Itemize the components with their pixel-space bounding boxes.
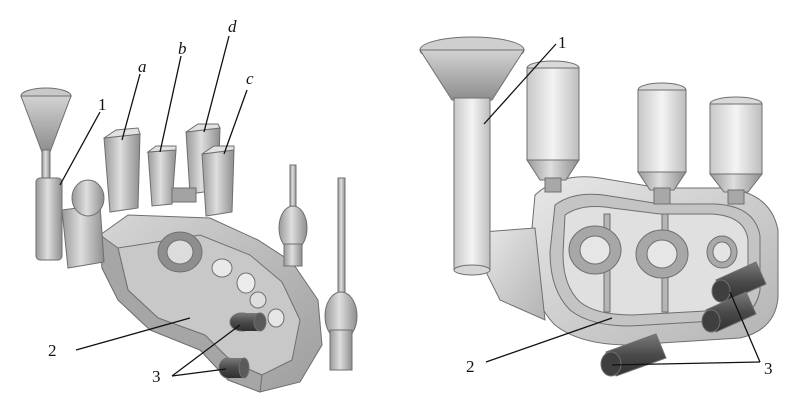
left-riser-a xyxy=(103,127,141,213)
label-right-casting: 2 xyxy=(466,357,475,376)
leader-right-1 xyxy=(483,43,557,125)
label-riser-a: a xyxy=(138,57,147,76)
leader-left-b xyxy=(159,55,182,153)
label-riser-b: b xyxy=(178,39,187,58)
left-riser-b xyxy=(146,145,177,207)
leader-left-a xyxy=(121,73,141,141)
label-riser-c: c xyxy=(246,69,254,88)
right-casting-body xyxy=(481,176,779,346)
right-figure xyxy=(419,36,779,377)
left-chill-upper xyxy=(229,312,267,332)
leader-right-2 xyxy=(485,317,613,363)
label-riser-d: d xyxy=(228,17,237,36)
right-riser-2 xyxy=(637,82,687,205)
left-side-feeder-lower xyxy=(324,177,358,371)
left-riser-c xyxy=(201,145,235,217)
left-pouring-cup xyxy=(20,87,72,261)
label-left-casting: 2 xyxy=(48,341,57,360)
leader-left-3b xyxy=(171,368,227,377)
left-casting-body xyxy=(61,179,323,393)
leader-left-c xyxy=(223,89,248,155)
leader-left-1 xyxy=(59,111,101,186)
left-annotations: 1 a b d c 2 3 xyxy=(48,17,254,386)
right-chill-lower xyxy=(600,333,667,377)
leader-right-3b xyxy=(611,361,761,366)
right-chill-upper xyxy=(711,261,767,303)
left-side-feeder-upper xyxy=(278,164,308,267)
right-riser-3 xyxy=(708,96,764,205)
leader-left-2 xyxy=(75,317,191,351)
label-right-pouring-cup: 1 xyxy=(558,33,567,52)
right-chill-middle xyxy=(701,291,757,333)
leader-left-d xyxy=(203,35,230,133)
left-chill-lower xyxy=(218,357,250,379)
leader-right-3a xyxy=(729,291,761,363)
leader-left-3a xyxy=(171,324,241,377)
label-left-chill: 3 xyxy=(152,367,161,386)
right-pouring-cup xyxy=(419,36,525,276)
label-left-pouring-cup: 1 xyxy=(98,95,107,114)
left-figure xyxy=(20,87,358,393)
right-riser-1 xyxy=(526,60,580,193)
label-right-chill: 3 xyxy=(764,359,773,378)
right-annotations: 1 2 3 xyxy=(466,33,773,378)
